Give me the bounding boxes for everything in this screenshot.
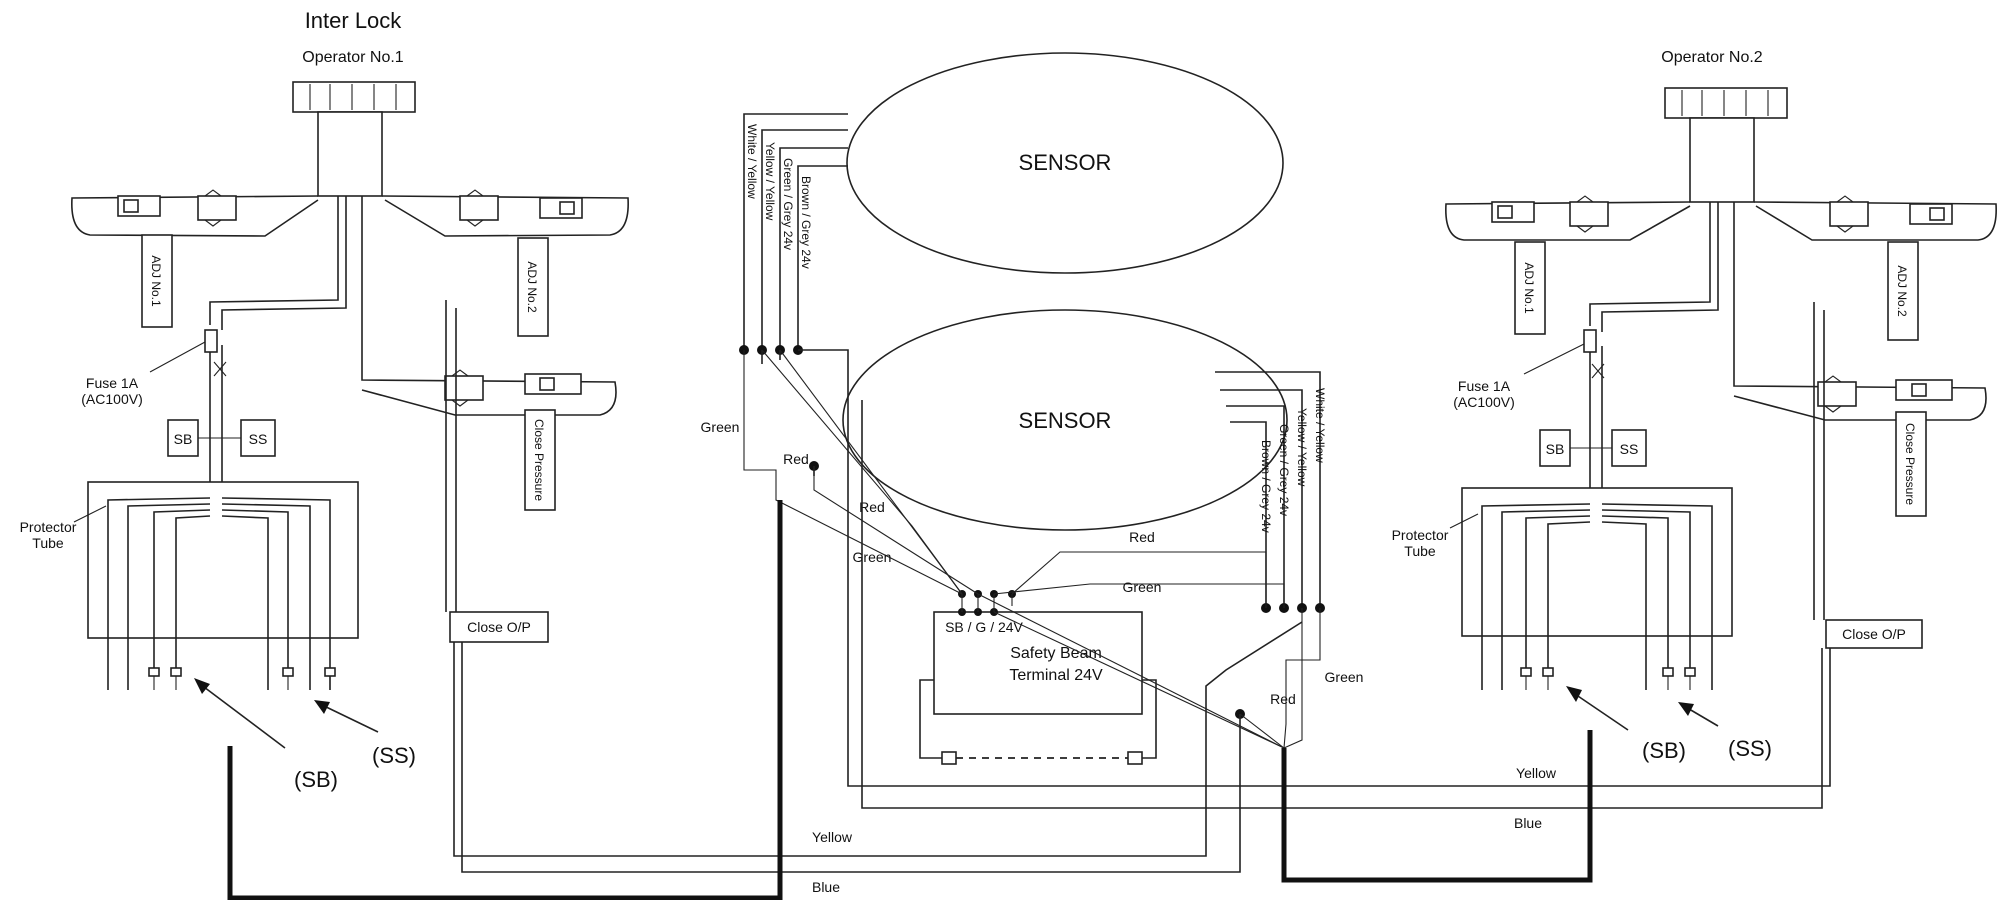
safety-beam-terminal: SB / G / 24V Safety Beam Terminal 24V: [933, 590, 1143, 715]
wire-label-blue-bottom: Blue: [812, 879, 840, 895]
sensor-bottom: SENSOR: [842, 309, 1288, 531]
wire-label-red-lower: Red: [1270, 691, 1296, 707]
svg-text:ADJ No.2: ADJ No.2: [1895, 265, 1909, 317]
operator-1-protector-tube: [87, 481, 359, 639]
operator-1-fuse-label: Fuse 1A: [86, 375, 139, 391]
operator-1-adj-2-tag: ADJ No.2: [517, 237, 549, 337]
svg-text:SS: SS: [249, 431, 268, 447]
svg-text:Close Pressure: Close Pressure: [1903, 423, 1917, 505]
svg-text:ADJ No.1: ADJ No.1: [149, 255, 163, 307]
svg-text:White / Yellow: White / Yellow: [1313, 388, 1327, 463]
operator-2-protector-label: Protector: [1392, 527, 1449, 543]
operator-2-close-pressure-tag: Close Pressure: [1895, 411, 1927, 517]
svg-text:Close O/P: Close O/P: [1842, 626, 1906, 642]
operator-1-fuse: [204, 329, 227, 377]
wire-label-green-left: Green: [701, 419, 740, 435]
operator-1-tube-wires: [107, 497, 336, 690]
sensor-top: SENSOR: [846, 52, 1284, 274]
operator-1-fuse-rating: (AC100V): [81, 391, 142, 407]
sensor-top-label: SENSOR: [1019, 150, 1112, 175]
operator-2-adj-2-tag: ADJ No.2: [1887, 241, 1919, 341]
svg-text:Brown / Grey 24v: Brown / Grey 24v: [1259, 440, 1273, 533]
operator-1-limit-switch-right-b: [539, 197, 583, 219]
operator-2-sb-pointer: (SB): [1566, 686, 1686, 763]
svg-text:SB: SB: [174, 431, 193, 447]
operator-2-ss-box: SS: [1611, 429, 1647, 467]
operator-1: Operator No.1: [20, 49, 629, 792]
operator-2-fuse-rating: (AC100V): [1453, 394, 1514, 410]
svg-text:SS: SS: [1620, 441, 1639, 457]
operator-1-sb-box: SB: [167, 419, 199, 457]
wire-label-blue-right: Blue: [1514, 815, 1542, 831]
svg-text:Brown / Grey 24v: Brown / Grey 24v: [799, 176, 813, 269]
svg-text:Close O/P: Close O/P: [467, 619, 531, 635]
operator-1-close-op-box: Close O/P: [449, 611, 549, 643]
sensor-bottom-wires: White / Yellow Yellow / Yellow Green / G…: [1215, 371, 1327, 613]
operator-1-close-pressure-switch: [444, 369, 582, 407]
wire-label-green-mid: Green: [853, 549, 892, 565]
operator-1-limit-switch-left-b: [197, 189, 237, 227]
svg-text:SB: SB: [1546, 441, 1565, 457]
operator-1-close-pressure-tag: Close Pressure: [524, 409, 556, 511]
operator-2-limit-switch-left-b: [1569, 195, 1609, 233]
operator-2-head: [1664, 87, 1788, 203]
operator-1-sb-pointer: (SB): [194, 678, 338, 792]
svg-text:ADJ No.1: ADJ No.1: [1522, 262, 1536, 314]
operator-2-fuse: [1583, 329, 1605, 379]
operator-1-ss-box: SS: [240, 419, 276, 457]
svg-text:(SS): (SS): [372, 743, 416, 768]
svg-text:Green / Grey 24v: Green / Grey 24v: [781, 158, 795, 250]
operator-2-limit-switch-right-b: [1909, 203, 1953, 225]
terminal-label-2: Terminal 24V: [1009, 667, 1103, 684]
operator-2-label: Operator No.2: [1661, 49, 1762, 66]
wire-label-red-right: Red: [1129, 529, 1155, 545]
operator-2-fuse-label: Fuse 1A: [1458, 378, 1511, 394]
operator-1-protector-label-2: Tube: [32, 535, 64, 551]
terminal-label-1: Safety Beam: [1010, 645, 1102, 662]
operator-2-sb-box: SB: [1539, 429, 1571, 467]
svg-text:ADJ No.2: ADJ No.2: [525, 261, 539, 313]
operator-1-protector-label: Protector: [20, 519, 77, 535]
wire-label-green-right: Green: [1123, 579, 1162, 595]
wire-label-yellow-bottom: Yellow: [812, 829, 853, 845]
svg-text:Close Pressure: Close Pressure: [532, 419, 546, 501]
operator-2-protector-label-2: Tube: [1404, 543, 1436, 559]
operator-2-tube-wires: [1481, 503, 1713, 690]
wire-label-yellow-right: Yellow: [1516, 765, 1557, 781]
operator-1-ss-pointer: (SS): [314, 700, 416, 768]
svg-text:Green / Grey 24v: Green / Grey 24v: [1277, 424, 1291, 516]
operator-2: Operator No.2: [1392, 49, 1997, 763]
terminal-pins-label: SB / G / 24V: [945, 619, 1023, 635]
svg-text:Yellow / Yellow: Yellow / Yellow: [763, 142, 777, 221]
interconnect-wiring: Green Red Red Green Red Green Green Red …: [227, 349, 1831, 900]
sensor-top-wires: White / Yellow Yellow / Yellow Green / G…: [739, 113, 848, 355]
svg-text:Yellow / Yellow: Yellow / Yellow: [1295, 408, 1309, 487]
operator-1-label: Operator No.1: [302, 49, 403, 66]
operator-2-close-pressure-switch: [1817, 375, 1953, 413]
operator-2-limit-switch-right-a: [1829, 195, 1869, 233]
safety-beam-pair: [919, 679, 1157, 765]
operator-2-ss-pointer: (SS): [1678, 702, 1772, 761]
svg-text:(SB): (SB): [1642, 738, 1686, 763]
svg-text:White / Yellow: White / Yellow: [745, 124, 759, 199]
operator-1-limit-switch-right-a: [459, 189, 499, 227]
wire-label-red-mid: Red: [859, 499, 885, 515]
svg-text:(SS): (SS): [1728, 736, 1772, 761]
operator-2-close-op-box: Close O/P: [1825, 619, 1923, 649]
operator-2-limit-switch-left-a: [1491, 201, 1535, 223]
operator-1-limit-switch-left-a: [117, 195, 161, 217]
operator-2-adj-1-tag: ADJ No.1: [1514, 241, 1546, 335]
sensor-bottom-label: SENSOR: [1019, 408, 1112, 433]
operator-1-adj-1-tag: ADJ No.1: [141, 234, 173, 328]
diagram-title: Inter Lock: [305, 8, 403, 33]
svg-text:(SB): (SB): [294, 767, 338, 792]
wire-label-red-left: Red: [783, 451, 809, 467]
wire-label-green-far-right: Green: [1325, 669, 1364, 685]
operator-1-head: [292, 81, 416, 197]
